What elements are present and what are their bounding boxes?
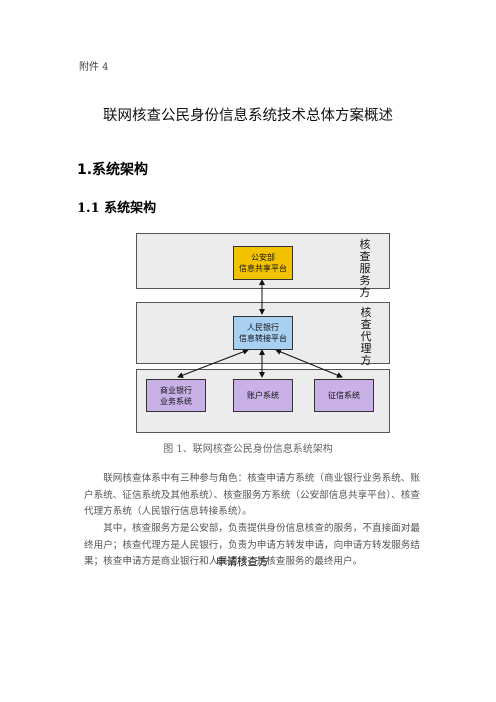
arrow-pboc-commercial xyxy=(177,349,249,378)
request-side-label: 申请核查方 xyxy=(216,556,269,568)
paragraph-1: 联网核查体系中有三种参与角色：核查申请方系统（商业银行业务系统、账户系统、征信系… xyxy=(84,473,420,517)
connector-arrows xyxy=(177,279,343,378)
commercial-bank-box: 商业银行 业务系统 xyxy=(146,379,206,412)
section-heading-1: 1.系统架构 xyxy=(77,162,149,178)
ministry-platform-box: 公安部 信息共享平台 xyxy=(233,246,293,280)
arrow-pboc-credit xyxy=(275,349,343,378)
paragraph-2: 其中，核查服务方是公安部，负责提供身份信息核查的服务，不直接面对最终用户；核查代… xyxy=(84,523,420,567)
figure-caption: 图 1、联网核查公民身份信息系统架构 xyxy=(163,444,333,455)
account-system-box: 账户系统 xyxy=(233,379,293,412)
credit-system-box: 征信系统 xyxy=(314,379,374,412)
document-title: 联网核查公民身份信息系统技术总体方案概述 xyxy=(103,108,393,124)
annex-label: 附件 4 xyxy=(79,62,109,73)
pboc-platform-box: 人民银行 信息转接平台 xyxy=(233,316,293,350)
proxy-side-label: 核 查 代 理 方 xyxy=(360,306,372,367)
service-side-label: 核 查 服 务 方 xyxy=(359,238,371,299)
architecture-diagram: 核 查 服 务 方 核 查 代 理 方 申请核查方 公安部 信息共享平台 人民银… xyxy=(136,233,390,568)
section-heading-1-1: 1.1 系统架构 xyxy=(77,201,157,216)
